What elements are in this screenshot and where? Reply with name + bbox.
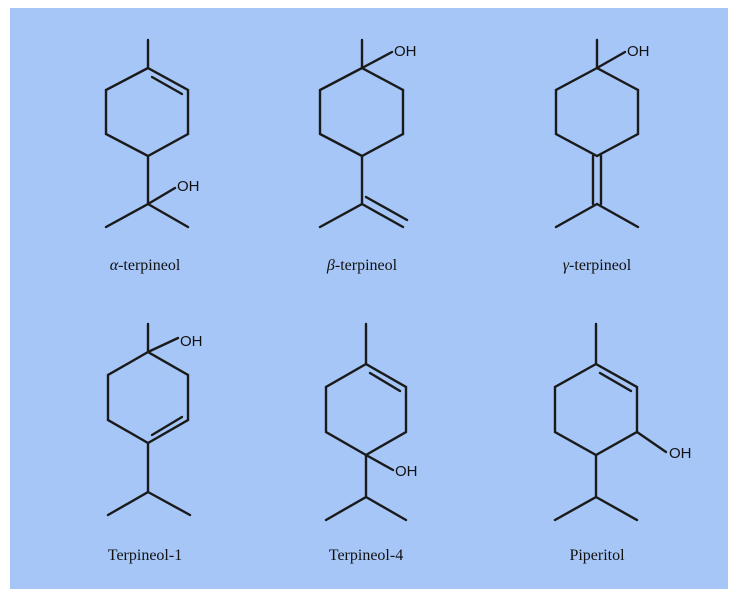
oh-group-label: OH [669,445,692,462]
oh-group-label: OH [395,463,418,480]
structure-piperitol: OH [553,322,692,522]
compound-label-terpineol-1: Terpineol-1 [108,547,182,564]
compound-label-alpha-terpineol: α-terpineol [110,257,181,274]
compound-label-piperitol: Piperitol [569,547,625,564]
compound-label-terpineol-4: Terpineol-4 [329,547,403,564]
oh-group-label: OH [177,178,200,195]
structure-gamma-terpineol: OH [554,38,650,229]
structure-terpineol-1: OH [106,322,203,517]
structure-terpineol-4: OH [324,322,418,522]
oh-group-label: OH [627,43,650,60]
oh-group-label: OH [394,43,417,60]
structure-beta-terpineol: OH [318,38,417,229]
diagram-panel [10,8,728,589]
compound-label-gamma-terpineol: γ-terpineol [563,257,632,274]
structure-alpha-terpineol: OH [104,38,200,229]
compound-label-beta-terpineol: β-terpineol [326,257,398,274]
oh-group-label: OH [180,333,203,350]
